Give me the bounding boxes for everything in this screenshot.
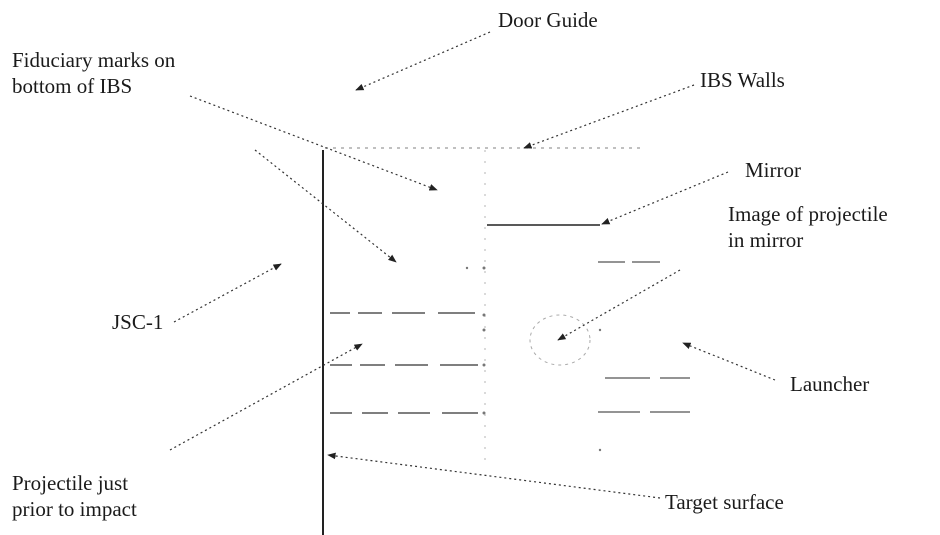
label-mirror: Mirror xyxy=(745,158,801,182)
projectile-image-ellipse xyxy=(529,314,591,366)
launcher-arrow xyxy=(682,342,776,381)
mirror-reflection-marks xyxy=(598,261,690,413)
label-fiduciary-line1: Fiduciary marks on xyxy=(12,48,176,72)
label-image-line2: in mirror xyxy=(728,228,804,252)
label-projectile-line2: prior to impact xyxy=(12,497,137,521)
fiduciary-arrow-2 xyxy=(254,149,397,263)
target-surface-arrow xyxy=(327,452,661,499)
label-fiduciary-line2: bottom of IBS xyxy=(12,74,133,98)
label-launcher: Launcher xyxy=(790,372,870,396)
jsc1-arrow xyxy=(173,263,282,323)
label-door-guide: Door Guide xyxy=(498,8,598,32)
door-guide-arrow xyxy=(355,31,491,91)
mirror-arrow xyxy=(601,171,729,225)
label-image-line1: Image of projectile xyxy=(728,202,888,226)
fiduciary-marks xyxy=(330,312,478,414)
ibs-walls-arrow xyxy=(523,84,695,149)
fiduciary-arrow-1 xyxy=(189,95,438,191)
label-projectile-line1: Projectile just xyxy=(12,471,129,495)
label-ibs-walls: IBS Walls xyxy=(700,68,785,92)
label-target-surface: Target surface xyxy=(665,490,784,514)
image-arrow xyxy=(557,269,681,341)
label-jsc1: JSC-1 xyxy=(112,310,164,334)
faint-specks xyxy=(465,266,602,452)
projectile-arrow xyxy=(169,343,363,451)
